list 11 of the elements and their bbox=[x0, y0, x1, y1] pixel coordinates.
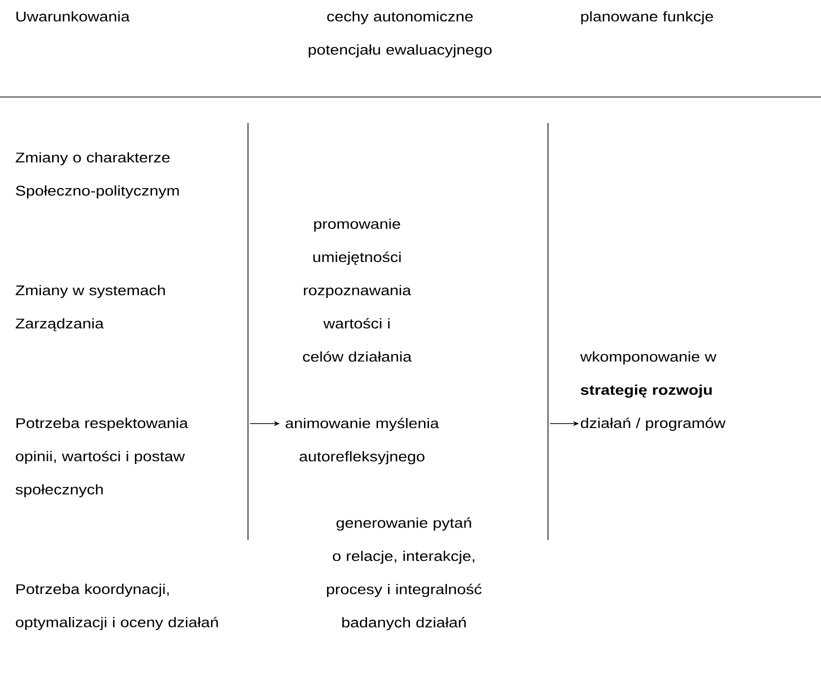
feature-text: generowanie pytań o relacje, interakcje, procesy i integralność badanych działań bbox=[327, 517, 482, 630]
condition-text: Potrzeba koordynacji, optymalizacji i oceny działań bbox=[16, 584, 218, 630]
column-heading: cechy autonomiczne potencjału ewaluacyjnego bbox=[308, 11, 492, 58]
feature-text: promowanie umiejętności rozpoznawania wartości i celów działania bbox=[303, 218, 412, 362]
condition-text: Zmiany w systemach Zarządzania bbox=[16, 285, 165, 332]
condition-text: Zmiany o charakterze Społeczno-politycznym bbox=[16, 152, 179, 198]
condition-text: Potrzeba respektowania opinii, wartości i postaw społecznych bbox=[16, 418, 188, 498]
column-heading: planowane funkcje bbox=[581, 11, 714, 24]
column-heading: Uwarunkowania bbox=[16, 11, 130, 22]
function-text: wkomponowanie w strategię rozwoju działań / programów bbox=[580, 351, 726, 431]
feature-text: animowanie myślenia autorefleksyjnego bbox=[286, 418, 440, 464]
